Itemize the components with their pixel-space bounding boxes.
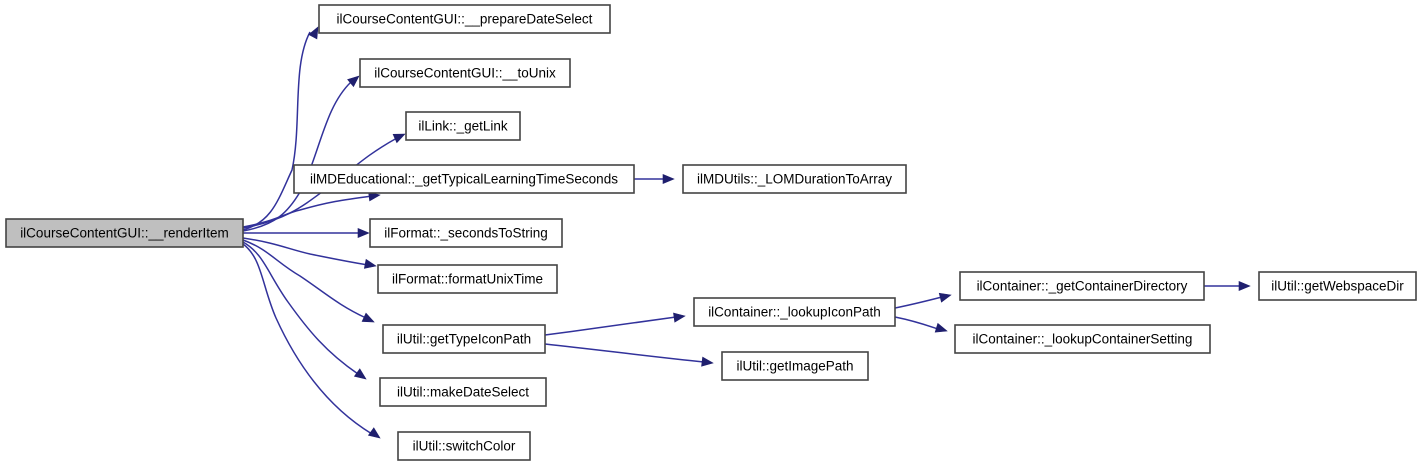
call-edge-lookupIconPath-to-getContainerDirectory bbox=[894, 292, 952, 309]
node-box[interactable] bbox=[379, 377, 547, 407]
edges-layer bbox=[242, 26, 1251, 439]
call-edge-renderItem-to-toUnix bbox=[242, 75, 360, 232]
node-box[interactable] bbox=[377, 264, 558, 294]
graph-node-getTypeIconPath[interactable]: ilUtil::getTypeIconPath bbox=[382, 324, 546, 354]
graph-node-LOMDurationToArray[interactable]: ilMDUtils::_LOMDurationToArray bbox=[682, 164, 907, 194]
nodes-layer: ilCourseContentGUI::__renderItem ilCourse… bbox=[5, 4, 1417, 461]
edge-arrowhead bbox=[392, 133, 406, 144]
graph-node-toUnix[interactable]: ilCourseContentGUI::__toUnix bbox=[359, 58, 571, 88]
graph-node-getImagePath[interactable]: ilUtil::getImagePath bbox=[721, 351, 869, 381]
node-box[interactable] bbox=[721, 351, 869, 381]
call-edge-getContainerDirectory-to-getWebspaceDir bbox=[1204, 280, 1251, 292]
call-edge-getTypicalLearningTimeSeconds-to-LOMDurationToArray bbox=[634, 173, 675, 185]
edge-arrowhead bbox=[701, 356, 714, 367]
call-edge-renderItem-to-formatUnixTime bbox=[242, 237, 377, 269]
node-box[interactable] bbox=[693, 297, 896, 327]
node-box[interactable] bbox=[397, 431, 531, 461]
call-edge-lookupIconPath-to-lookupContainerSetting bbox=[894, 316, 948, 333]
edge-arrowhead bbox=[938, 292, 952, 303]
graph-node-prepareDateSelect[interactable]: ilCourseContentGUI::__prepareDateSelect bbox=[318, 4, 611, 34]
edge-arrowhead bbox=[1238, 280, 1251, 292]
call-edge-renderItem-to-makeDateSelect bbox=[242, 241, 367, 380]
call-edge-renderItem-to-switchColor bbox=[242, 243, 381, 439]
graph-node-makeDateSelect[interactable]: ilUtil::makeDateSelect bbox=[379, 377, 547, 407]
edge-arrowhead bbox=[308, 26, 319, 40]
node-box[interactable] bbox=[293, 164, 635, 194]
edge-arrowhead bbox=[347, 75, 360, 88]
node-box[interactable] bbox=[959, 271, 1205, 301]
node-box[interactable] bbox=[318, 4, 611, 34]
graph-node-lookupContainerSetting[interactable]: ilContainer::_lookupContainerSetting bbox=[954, 324, 1211, 354]
node-box[interactable] bbox=[1258, 271, 1417, 301]
call-edge-getTypeIconPath-to-lookupIconPath bbox=[544, 312, 686, 336]
node-box[interactable] bbox=[382, 324, 546, 354]
graph-node-lookupIconPath[interactable]: ilContainer::_lookupIconPath bbox=[693, 297, 896, 327]
graph-node-getWebspaceDir[interactable]: ilUtil::getWebspaceDir bbox=[1258, 271, 1417, 301]
node-box[interactable] bbox=[359, 58, 571, 88]
call-edge-getTypeIconPath-to-getImagePath bbox=[544, 343, 714, 367]
graph-node-getTypicalLearningTimeSeconds[interactable]: ilMDEducational::_getTypicalLearningTime… bbox=[293, 164, 635, 194]
edge-arrowhead bbox=[673, 312, 686, 323]
graph-node-renderItem[interactable]: ilCourseContentGUI::__renderItem bbox=[5, 218, 244, 248]
edge-arrowhead bbox=[357, 227, 370, 239]
call-edge-renderItem-to-prepareDateSelect bbox=[242, 26, 319, 231]
edge-arrowhead bbox=[934, 322, 948, 333]
node-box[interactable] bbox=[682, 164, 907, 194]
edge-arrowhead bbox=[353, 368, 367, 380]
node-box[interactable] bbox=[954, 324, 1211, 354]
edge-arrowhead bbox=[363, 258, 377, 269]
graph-node-getContainerDirectory[interactable]: ilContainer::_getContainerDirectory bbox=[959, 271, 1205, 301]
graph-node-switchColor[interactable]: ilUtil::switchColor bbox=[397, 431, 531, 461]
edge-arrowhead bbox=[361, 312, 375, 323]
node-box[interactable] bbox=[5, 218, 244, 248]
edge-arrowhead bbox=[662, 173, 675, 185]
call-edge-renderItem-to-secondsToString bbox=[243, 227, 370, 239]
edge-arrowhead bbox=[367, 427, 381, 439]
graph-node-secondsToString[interactable]: ilFormat::_secondsToString bbox=[369, 218, 563, 248]
graph-node-formatUnixTime[interactable]: ilFormat::formatUnixTime bbox=[377, 264, 558, 294]
call-edge-renderItem-to-getTypicalLearningTimeSeconds bbox=[242, 191, 381, 228]
node-box[interactable] bbox=[405, 111, 521, 141]
call-edge-renderItem-to-getTypeIconPath bbox=[242, 239, 375, 323]
node-box[interactable] bbox=[369, 218, 563, 248]
graph-node-getLink[interactable]: ilLink::_getLink bbox=[405, 111, 521, 141]
